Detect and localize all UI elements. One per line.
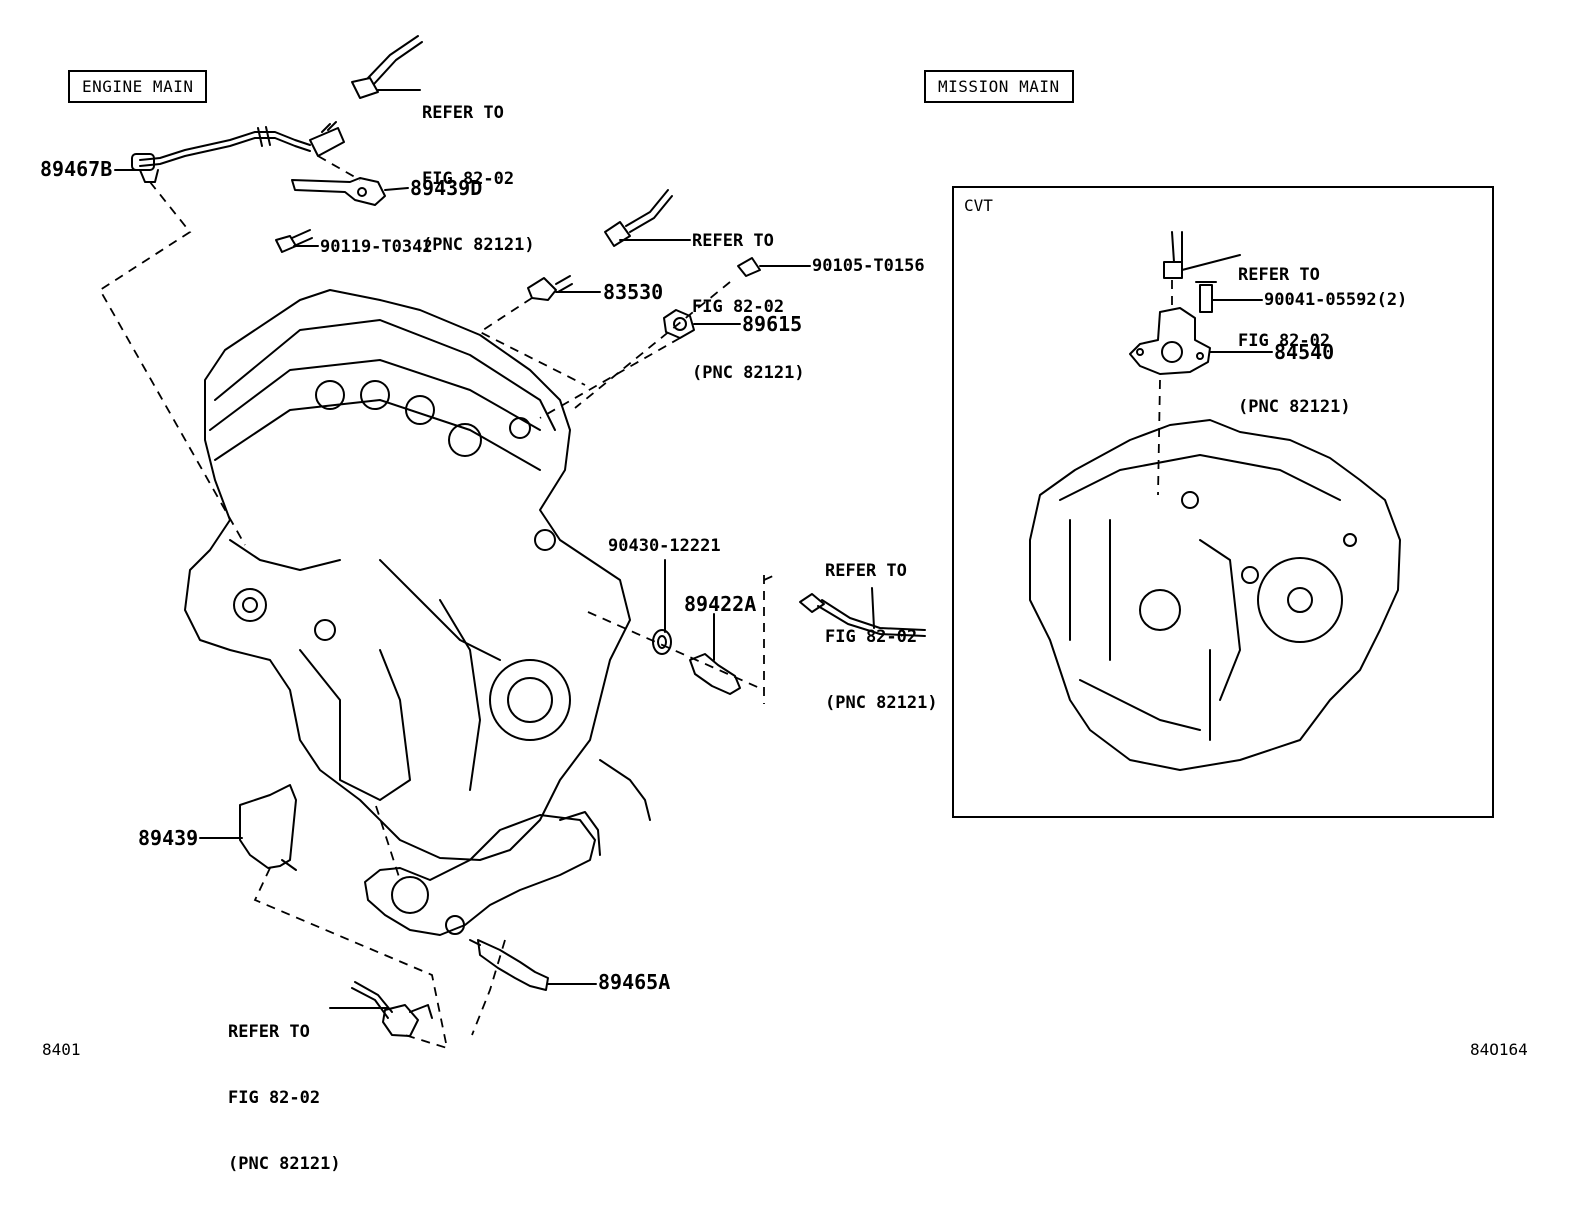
mission-main-label: MISSION MAIN xyxy=(924,70,1074,103)
cvt-frame xyxy=(952,186,1494,818)
connector-top-drawing xyxy=(351,35,423,99)
refer-line-3: (PNC 82121) xyxy=(228,1154,341,1174)
part-90119-t0342[interactable]: 90119-T0342 xyxy=(320,237,433,257)
refer-note-bottom: REFER TO FIG 82-02 (PNC 82121) xyxy=(228,977,341,1219)
switch-83530-drawing xyxy=(527,189,673,301)
engine-block-drawing xyxy=(184,289,631,861)
bolt-90119-drawing xyxy=(275,229,313,253)
part-84540[interactable]: 84540 xyxy=(1274,340,1335,364)
refer-line-1: REFER TO xyxy=(1238,265,1320,285)
refer-line-3: (PNC 82121) xyxy=(825,693,938,713)
part-89439[interactable]: 89439 xyxy=(138,826,199,850)
part-89467b[interactable]: 89467B xyxy=(40,157,113,181)
refer-line-1: REFER TO xyxy=(692,231,774,251)
bracket-89439-drawing xyxy=(239,784,297,871)
refer-line-1: REFER TO xyxy=(228,1022,310,1042)
part-90041-05592[interactable]: 90041-05592(2) xyxy=(1264,290,1408,310)
refer-note-83530: REFER TO FIG 82-02 (PNC 82121) xyxy=(692,186,805,428)
leader-lines xyxy=(114,89,1273,1009)
refer-line-2: FIG 82-02 xyxy=(422,169,515,189)
refer-line-3: (PNC 82121) xyxy=(422,235,535,255)
sensor-89467b-drawing xyxy=(131,121,345,183)
sensor-89465a-drawing xyxy=(469,939,549,991)
cvt-harness-drawing xyxy=(799,587,926,637)
refer-line-2: FIG 82-02 xyxy=(692,297,785,317)
part-83530[interactable]: 83530 xyxy=(603,280,664,304)
diagram-linework xyxy=(98,35,1401,1050)
part-89615[interactable]: 89615 xyxy=(742,312,803,336)
refer-line-1: REFER TO xyxy=(825,561,907,581)
refer-line-2: FIG 82-02 xyxy=(1238,331,1331,351)
sensor-89422a-drawing xyxy=(652,629,741,695)
refer-line-2: FIG 82-02 xyxy=(825,627,918,647)
figure-code-right: 84O164 xyxy=(1470,1040,1528,1059)
switch-84540-drawing xyxy=(1129,231,1217,375)
refer-line-1: REFER TO xyxy=(422,103,504,123)
refer-line-2: FIG 82-02 xyxy=(228,1088,321,1108)
part-89465a[interactable]: 89465A xyxy=(598,970,671,994)
engine-main-label: ENGINE MAIN xyxy=(68,70,208,103)
refer-line-3: (PNC 82121) xyxy=(692,363,805,383)
transmission-drawing xyxy=(1029,419,1401,771)
part-89422a[interactable]: 89422A xyxy=(684,592,757,616)
sensor-89615-drawing xyxy=(663,257,761,339)
refer-line-3: (PNC 82121) xyxy=(1238,397,1351,417)
part-90105-t0156[interactable]: 90105-T0156 xyxy=(812,256,925,276)
part-89439d[interactable]: 89439D xyxy=(410,176,483,200)
cvt-label: CVT xyxy=(964,196,993,215)
refer-note-cvt: REFER TO FIG 82-02 (PNC 82121) xyxy=(1238,220,1351,462)
catalyst-drawing xyxy=(364,759,651,936)
bracket-89439d-drawing xyxy=(291,177,386,206)
refer-note-89422a: REFER TO FIG 82-02 (PNC 82121) xyxy=(825,516,938,758)
part-90430-12221[interactable]: 90430-12221 xyxy=(608,536,721,556)
figure-code-left: 8401 xyxy=(42,1040,81,1059)
refer-note-top: REFER TO FIG 82-02 (PNC 82121) xyxy=(422,58,535,300)
parts-diagram: ENGINE MAIN MISSION MAIN CVT REFER TO FI… xyxy=(40,35,1528,1174)
